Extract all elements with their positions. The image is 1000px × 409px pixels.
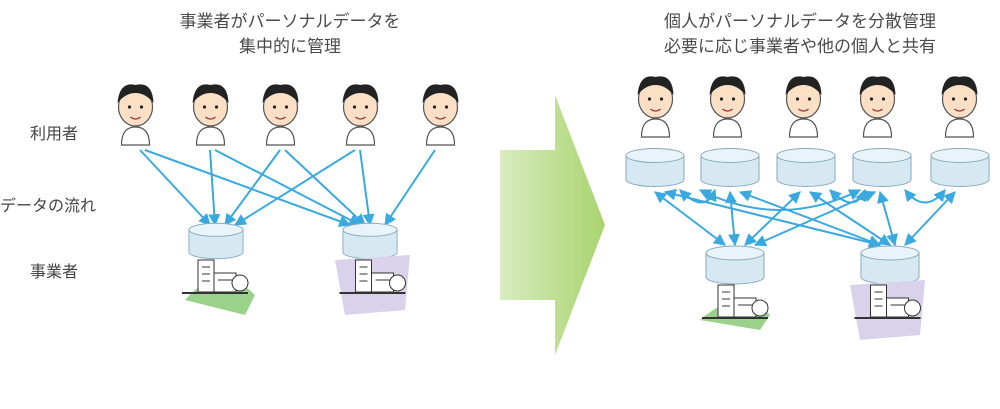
user-icon: [261, 83, 300, 146]
right-arrows: [654, 188, 956, 249]
left-title-line2: 集中的に管理: [239, 37, 341, 57]
users-label: 利用者: [30, 124, 79, 143]
user-icon: [708, 75, 747, 138]
business-building-icon: [181, 259, 249, 294]
personal-database-icon: [776, 147, 836, 188]
businesses-label: 事業者: [30, 262, 79, 281]
left-title: 事業者がパーソナルデータを 集中的に管理: [120, 10, 460, 60]
user-icon: [421, 83, 460, 146]
user-icon: [784, 75, 823, 138]
right-title: 個人がパーソナルデータを分散管理 必要に応じ事業者や他の個人と共有: [600, 10, 1000, 60]
business-database-icon: [342, 222, 398, 260]
right-users: [636, 75, 979, 138]
left-arrows: [139, 149, 436, 227]
business-database-icon: [705, 245, 765, 285]
personal-database-icon: [625, 147, 685, 188]
personal-database-icon: [700, 147, 760, 188]
left-title-line1: 事業者がパーソナルデータを: [179, 12, 401, 32]
right-title-line2: 必要に応じ事業者や他の個人と共有: [664, 37, 936, 57]
user-icon: [116, 83, 155, 146]
personal-database-icon: [930, 147, 990, 188]
user-icon: [191, 83, 230, 146]
left-users: [116, 83, 460, 146]
transition-arrow-icon: [500, 95, 605, 355]
right-title-line1: 個人がパーソナルデータを分散管理: [664, 12, 936, 32]
business-database-icon: [188, 222, 244, 260]
personal-database-icon: [852, 147, 912, 188]
business-database-icon: [860, 245, 920, 285]
data-flow-label: データの流れ: [0, 196, 97, 215]
user-icon: [341, 83, 380, 146]
user-icon: [636, 75, 675, 138]
user-icon: [858, 75, 897, 138]
user-icon: [940, 75, 979, 138]
personal-databases: [625, 147, 990, 188]
